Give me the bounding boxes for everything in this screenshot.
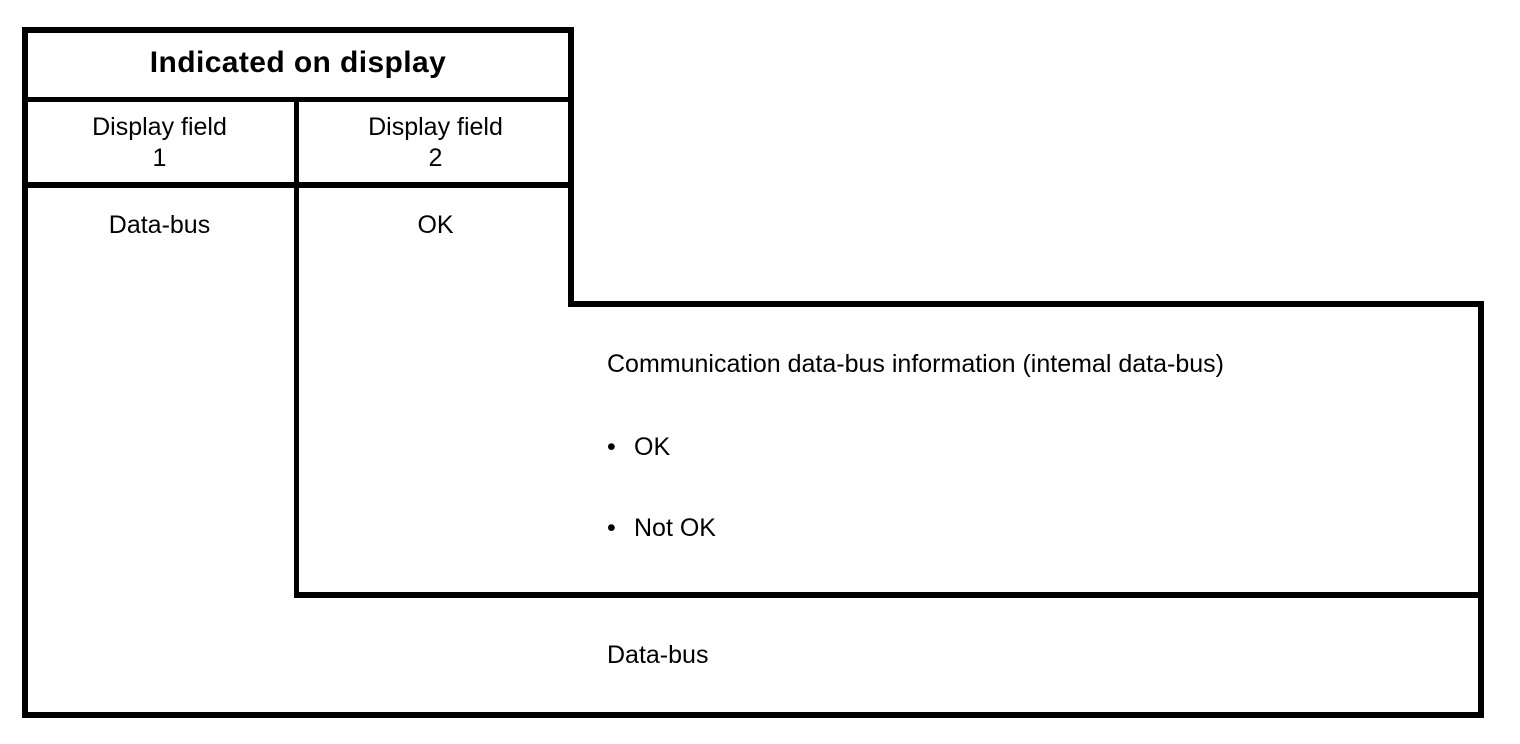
bullet-dot-icon: • xyxy=(607,433,616,461)
detail-panel-bullet-label: OK xyxy=(634,433,671,461)
table-top-border xyxy=(22,27,574,33)
table-cell-display-field-1-value: Data-bus xyxy=(108,210,211,239)
detail-panel-top-border xyxy=(568,301,1484,307)
detail-panel-bullet-item-not-ok: • Not OK xyxy=(607,514,716,543)
table-right-border xyxy=(568,27,574,307)
table-cell-display-field-2-value: OK xyxy=(417,210,454,239)
detail-panel-heading: Communication data-bus information (inte… xyxy=(607,350,1224,378)
column-header-display-field-2: Display field 2 xyxy=(368,113,503,172)
outline-left-border xyxy=(22,27,28,718)
detail-panel-bullet-label: Not OK xyxy=(634,514,716,542)
table-column-divider xyxy=(294,100,299,598)
outline-bottom-border xyxy=(22,712,1484,718)
column-header-display-field-1: Display field 1 xyxy=(92,113,227,172)
table-title-underline xyxy=(22,97,574,102)
bullet-dot-icon: • xyxy=(607,514,616,542)
outline-right-border xyxy=(1478,301,1484,718)
detail-panel-bullet-item-ok: • OK xyxy=(607,433,670,462)
footer-band-top-border xyxy=(294,592,1484,598)
footer-band-label: Data-bus xyxy=(607,641,709,669)
table-title: Indicated on display xyxy=(149,46,447,80)
